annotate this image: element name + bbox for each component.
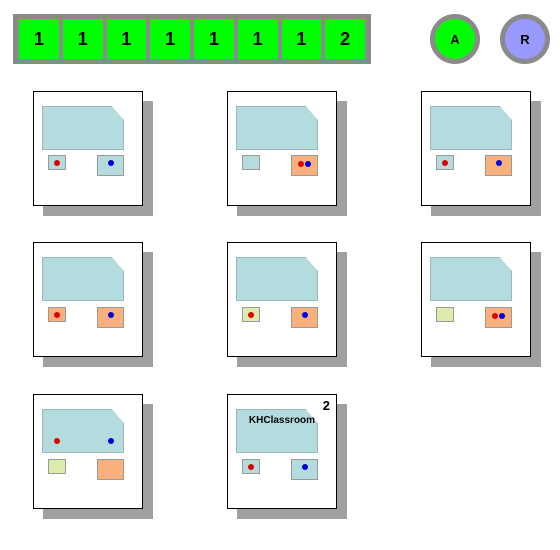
blue-dot — [108, 160, 114, 166]
board — [42, 409, 124, 453]
room-card-2[interactable] — [227, 91, 347, 216]
a-button[interactable]: A — [430, 14, 480, 64]
board — [430, 257, 512, 301]
r-button[interactable]: R — [500, 14, 550, 64]
blue-dot — [302, 464, 308, 470]
counter-cell[interactable]: 1 — [19, 19, 59, 59]
red-dot — [492, 313, 498, 319]
red-dot — [54, 312, 60, 318]
counter-cell[interactable]: 1 — [194, 19, 234, 59]
room-card-1[interactable] — [33, 91, 153, 216]
desk-left[interactable] — [242, 155, 260, 170]
counter-cell[interactable]: 1 — [62, 19, 103, 59]
room-card[interactable] — [33, 394, 143, 509]
counter-cell[interactable]: 1 — [106, 19, 147, 59]
room-card[interactable] — [33, 242, 143, 357]
blue-dot — [496, 160, 502, 166]
classroom-name: KHClassroom — [248, 415, 316, 426]
blue-dot — [305, 161, 311, 167]
desk-left[interactable] — [48, 459, 66, 474]
room-card[interactable]: 2 KHClassroom — [227, 394, 337, 509]
red-dot — [54, 160, 60, 166]
desk-right[interactable] — [291, 155, 318, 176]
counter-cell[interactable]: 1 — [150, 19, 190, 59]
room-card-3[interactable] — [421, 91, 541, 216]
desk-right[interactable] — [97, 459, 124, 480]
blue-dot — [499, 313, 505, 319]
red-dot — [54, 438, 60, 444]
counter-cell[interactable]: 2 — [325, 19, 365, 59]
board — [430, 106, 512, 150]
desk-left[interactable] — [436, 307, 454, 322]
room-card-7[interactable] — [33, 394, 153, 519]
red-dot — [248, 464, 254, 470]
board — [236, 409, 318, 453]
blue-dot — [108, 312, 114, 318]
blue-dot — [108, 438, 114, 444]
blue-dot — [302, 312, 308, 318]
board — [236, 106, 318, 150]
counter-bar: 1 1 1 1 1 1 1 2 — [13, 14, 371, 64]
counter-cell[interactable]: 1 — [281, 19, 322, 59]
desk-right[interactable] — [485, 307, 512, 328]
red-dot — [442, 160, 448, 166]
room-card-6[interactable] — [421, 242, 541, 367]
board — [42, 106, 124, 150]
room-card[interactable] — [227, 242, 337, 357]
room-card[interactable] — [33, 91, 143, 206]
board — [236, 257, 318, 301]
room-card-5[interactable] — [227, 242, 347, 367]
room-card-8[interactable]: 2 KHClassroom — [227, 394, 347, 519]
room-card[interactable] — [227, 91, 337, 206]
counter-cell[interactable]: 1 — [237, 19, 278, 59]
room-card[interactable] — [421, 242, 531, 357]
room-card[interactable] — [421, 91, 531, 206]
room-card-4[interactable] — [33, 242, 153, 367]
classroom-number: 2 — [322, 398, 330, 413]
red-dot — [298, 161, 304, 167]
red-dot — [248, 312, 254, 318]
board — [42, 257, 124, 301]
